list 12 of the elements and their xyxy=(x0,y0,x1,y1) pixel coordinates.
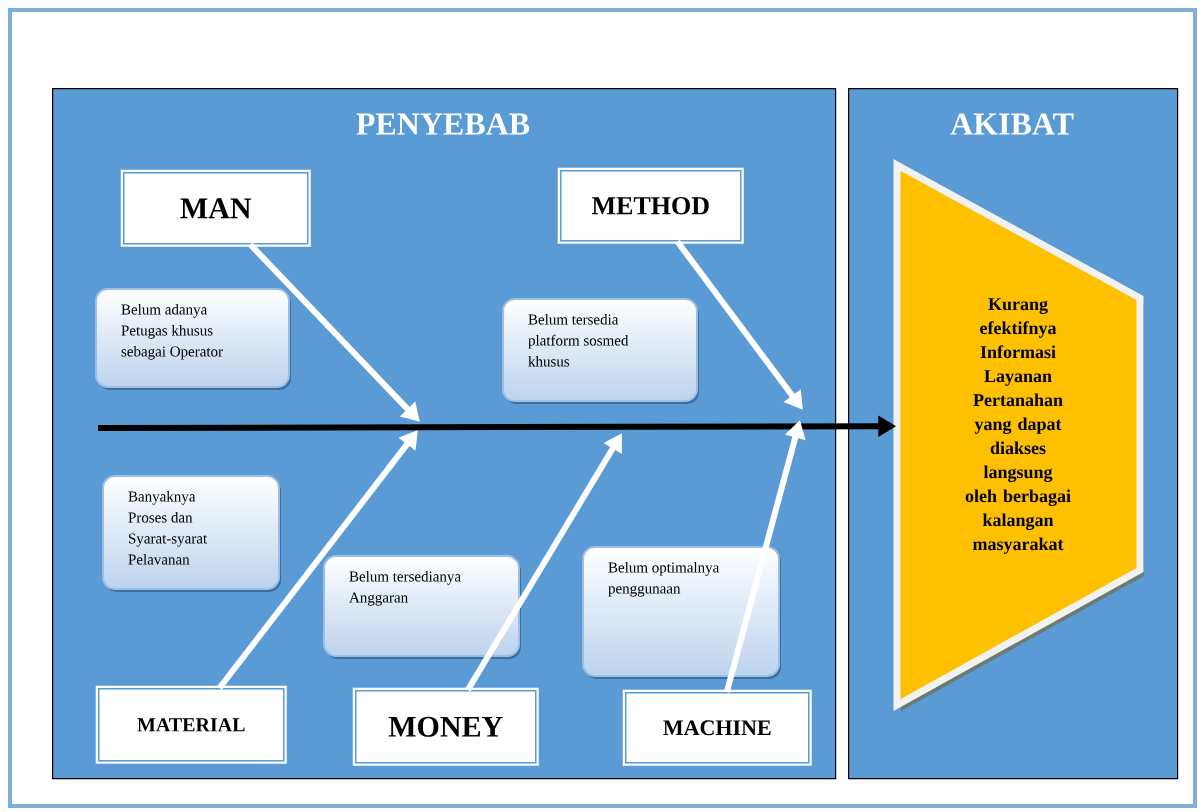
category-box: MONEY xyxy=(352,687,539,766)
cause-note: Belum adanya Petugas khusus sebagai Operator xyxy=(95,288,291,390)
category-box: MATERIAL xyxy=(95,685,287,764)
cause-note: Belum tersedia platform sosmed khusus xyxy=(502,298,699,404)
cause-note: Belum tersedianya Anggaran xyxy=(323,555,521,659)
panel-title: PENYEBAB xyxy=(356,113,530,135)
category-box: MAN xyxy=(120,169,311,247)
cause-note: Belum optimalnya penggunaan xyxy=(582,546,781,679)
panel-title: AKIBAT xyxy=(950,113,1074,135)
category-box: METHOD xyxy=(557,167,744,244)
category-box: MACHINE xyxy=(622,689,812,766)
cause-note: Banyaknya Proses dan Syarat-syarat Pelavanan xyxy=(102,475,281,592)
